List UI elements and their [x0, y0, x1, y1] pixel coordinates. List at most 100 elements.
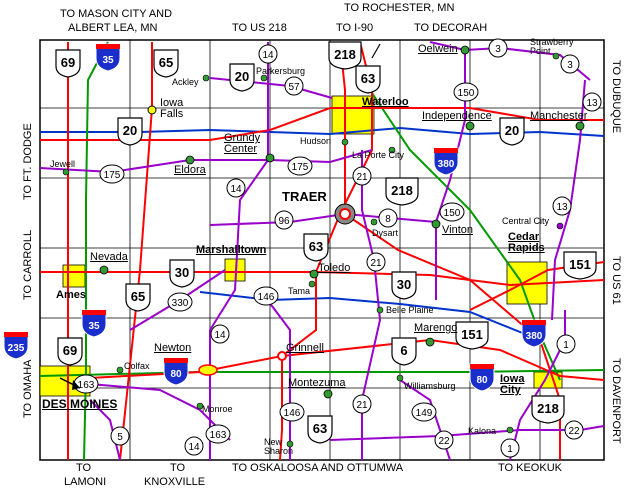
dot-oelwein	[460, 45, 470, 55]
state-shield-label: 14	[188, 442, 200, 453]
dot-vinton	[431, 219, 441, 229]
edge-label-i90: TO I-90	[336, 22, 374, 34]
city-grundy-center: Grundy Center	[224, 132, 261, 155]
city-iowa-falls-text: Iowa Falls	[160, 97, 184, 120]
state-shield-label: 13	[556, 202, 568, 213]
us218-line	[339, 41, 561, 460]
i35-line	[83, 41, 109, 461]
state-shield-label: 14	[262, 50, 274, 61]
us-shield-label: 30	[175, 265, 189, 280]
city-belle-plaine: Belle Plaine	[386, 305, 434, 315]
city-la-porte-city: La Porte City	[352, 150, 405, 160]
i80-line	[39, 369, 605, 377]
us-shield-label: 63	[361, 71, 375, 86]
state-shield-label: 57	[288, 82, 300, 93]
dot-newton-area	[198, 364, 218, 376]
state-shield-ia14-mid: 14	[226, 178, 246, 198]
state-shield-ia150-mid: 150	[439, 202, 465, 222]
dot-strawberry-point	[552, 52, 560, 60]
dot-la-porte-city	[388, 146, 396, 154]
state-shield-label: 3	[567, 60, 573, 71]
state-shield-label: 96	[278, 216, 290, 227]
dot-montezuma	[323, 389, 333, 399]
state-shield-ia14-north: 14	[258, 44, 278, 64]
edge-label-ft-dodge: TO FT. DODGE	[22, 123, 34, 200]
dot-tama	[308, 280, 316, 288]
us-shield-label: 20	[235, 69, 249, 84]
state-shield-ia22-east: 22	[564, 420, 584, 440]
state-shield-ia13-mid: 13	[552, 196, 572, 216]
city-marshalltown: Marshalltown	[196, 244, 267, 256]
edge-label-to-lamoni: TO	[76, 462, 92, 474]
interstate-shield-i235: 235	[3, 331, 29, 360]
us-shield-label: 20	[505, 123, 519, 138]
dot-kalona	[506, 426, 514, 434]
state-shield-label: 1	[563, 340, 569, 351]
us-shield-us218-mid: 218	[385, 177, 419, 206]
us-shield-label: 20	[123, 123, 137, 138]
edge-label-us218: TO US 218	[232, 22, 287, 34]
city-waterloo: Waterloo	[362, 96, 409, 108]
state-shield-label: 163	[210, 430, 227, 441]
us-shield-us20-east: 20	[499, 117, 525, 146]
us-shield-us65-north: 65	[153, 49, 179, 78]
state-shield-label: 175	[292, 162, 309, 173]
us-shield-us30-west: 30	[169, 259, 195, 288]
interstate-shield-i35-north: 35	[95, 43, 121, 72]
state-shield-label: 149	[416, 408, 433, 419]
city-ackley: Ackley	[172, 77, 199, 87]
city-marengo: Marengo	[414, 322, 458, 334]
us30-line	[40, 271, 605, 287]
dot-marengo	[425, 337, 435, 347]
city-oelwein: Oelwein	[418, 43, 458, 55]
city-newton: Newton	[154, 342, 192, 354]
city-colfax: Colfax	[124, 361, 150, 371]
us-shield-us6: 6	[391, 337, 417, 366]
interstate-shield-label: 80	[476, 375, 488, 386]
state-shield-ia5: 5	[110, 426, 130, 446]
state-shield-ia163-west: 163	[73, 374, 99, 394]
state-shield-ia21-mid: 21	[366, 252, 386, 272]
us-shield-us63-south: 63	[307, 415, 333, 444]
us-shield-us151-east: 151	[563, 251, 597, 280]
edge-label-davenport: TO DAVENPORT	[610, 358, 622, 444]
city-hudson: Hudson	[300, 136, 332, 146]
city-iowa-city: Iowa City	[500, 373, 525, 396]
dot-ackley	[202, 74, 210, 82]
edge-label-albert-lea: ALBERT LEA, MN	[68, 22, 158, 34]
city-des-moines: DES MOINES	[42, 397, 118, 411]
state-shield-ia21-north: 21	[352, 166, 372, 186]
ia146-line	[259, 289, 291, 460]
us-shield-label: 63	[313, 421, 327, 436]
city-new-sharon: New Sharon	[264, 437, 294, 456]
state-shield-ia13-north: 13	[582, 92, 602, 112]
interstate-shield-label: 80	[170, 369, 182, 380]
edge-label-rochester: TO ROCHESTER, MN	[344, 2, 455, 14]
edge-label-oskaloosa: TO OSKALOOSA AND OTTUMWA	[232, 462, 404, 474]
edge-label-omaha: TO OMAHA	[22, 359, 34, 418]
state-shield-ia330: 330	[167, 292, 193, 312]
us-shield-label: 65	[159, 55, 173, 70]
dot-independence	[465, 121, 475, 131]
us-shield-label: 63	[309, 239, 323, 254]
edge-label-keokuk: TO KEOKUK	[498, 462, 562, 474]
city-vinton: Vinton	[442, 224, 473, 236]
metro-waterloo	[331, 95, 375, 135]
dot-iowa-falls	[147, 105, 157, 115]
us-shield-label: 69	[61, 55, 75, 70]
city-manchester: Manchester	[530, 110, 588, 122]
state-shield-ia1-south: 1	[500, 438, 520, 458]
state-shield-ia1-north: 1	[556, 334, 576, 354]
ia22-line	[329, 425, 605, 441]
state-shield-ia8: 8	[378, 208, 398, 228]
state-shield-ia146-north: 146	[253, 286, 279, 306]
state-shield-ia146-south: 146	[279, 402, 305, 422]
city-independence: Independence	[422, 110, 492, 122]
ia14-line	[209, 42, 269, 460]
us-shield-label: 151	[461, 327, 483, 342]
edge-label-to-knoxville: TO	[170, 462, 186, 474]
state-shield-ia96: 96	[274, 210, 294, 230]
city-jewell: Jewell	[50, 159, 76, 169]
us-shield-us69-south: 69	[57, 337, 83, 366]
ia1-line	[509, 310, 566, 461]
